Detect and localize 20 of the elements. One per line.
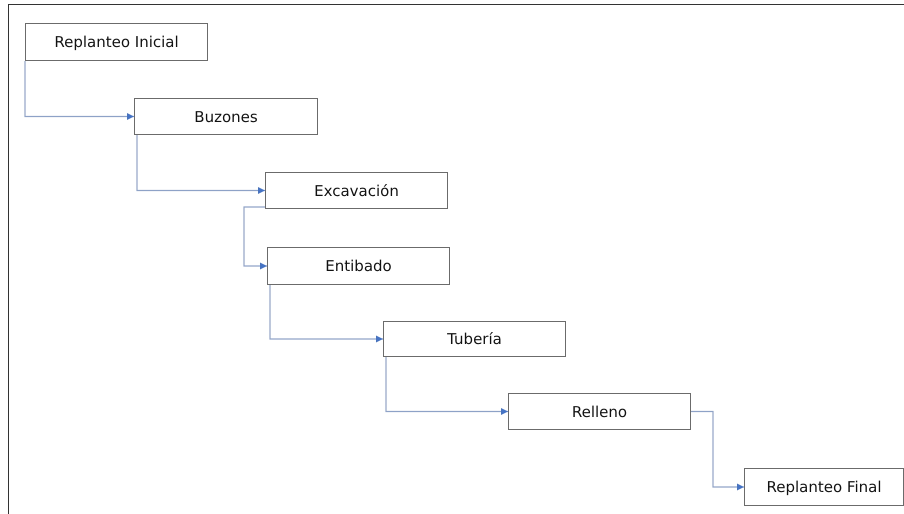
process-box [383, 321, 566, 357]
process-box [134, 98, 318, 135]
connector-arrow [136, 135, 265, 194]
step-label: Entibado [325, 257, 392, 275]
connector-arrow [385, 357, 508, 415]
step-label: Replanteo Inicial [54, 33, 179, 51]
process-box [508, 393, 691, 430]
step-label: Replanteo Final [766, 478, 882, 496]
process-box [265, 172, 448, 209]
step-label: Buzones [194, 108, 258, 126]
process-box [744, 468, 904, 506]
connector-arrow [269, 285, 383, 342]
step-label: Relleno [572, 402, 628, 420]
process-box [25, 23, 208, 61]
step-label: Excavación [314, 182, 399, 200]
connector-arrow [24, 61, 134, 120]
step-label: Tubería [447, 330, 502, 348]
connector-arrow [243, 206, 267, 270]
connector-arrow [691, 410, 744, 490]
process-box [267, 247, 450, 285]
